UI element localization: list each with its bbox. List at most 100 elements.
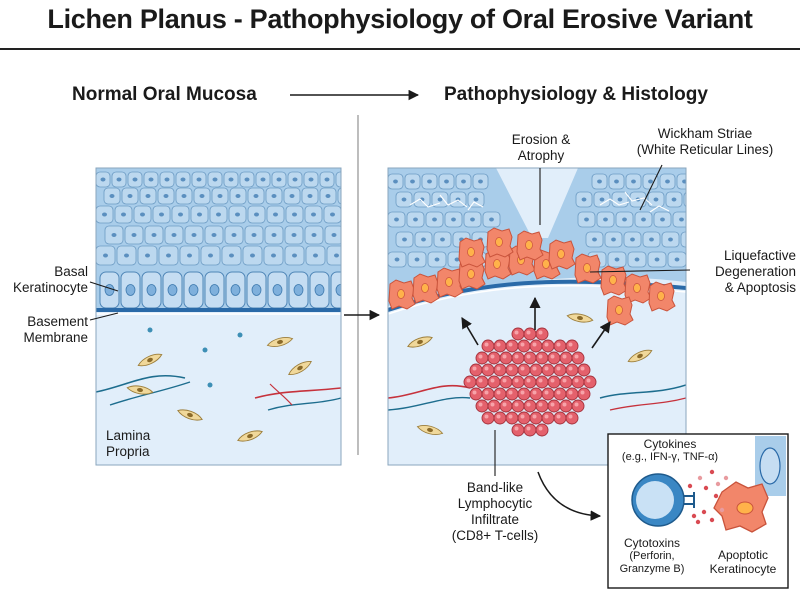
lymphocyte xyxy=(535,351,549,365)
cytokine-dot xyxy=(691,513,697,519)
normal-mucosa-panel xyxy=(96,168,341,465)
lymphocyte xyxy=(535,375,549,389)
label-lamina-line2: Propria xyxy=(106,444,150,459)
lymphocyte xyxy=(505,411,519,425)
page-title: Lichen Planus - Pathophysiology of Oral … xyxy=(47,4,753,34)
label-infiltrate-line4: (CD8+ T-cells) xyxy=(451,528,539,543)
lymphocyte xyxy=(553,411,567,425)
lymphocyte xyxy=(511,327,525,341)
lymphocyte xyxy=(517,387,531,401)
lymphocyte xyxy=(481,339,495,353)
lymphocyte xyxy=(493,387,507,401)
lymphocyte xyxy=(475,375,489,389)
label-basal-keratinocyte: Basal Keratinocyte xyxy=(6,264,88,296)
epithelial-cell xyxy=(680,231,686,248)
cytokine-dot xyxy=(695,519,701,525)
lymphocyte xyxy=(547,375,561,389)
label-erosion-line1: Erosion & xyxy=(511,132,571,147)
label-basal-line2: Keratinocyte xyxy=(12,280,88,295)
heading-normal-mucosa: Normal Oral Mucosa xyxy=(72,84,257,105)
label-basement-membrane: Basement Membrane xyxy=(6,314,88,346)
lymphocyte xyxy=(565,339,579,353)
lymphocyte xyxy=(529,363,543,377)
label-erosion-atrophy: Erosion & Atrophy xyxy=(496,132,586,164)
lymphocyte xyxy=(505,387,519,401)
lymphocyte xyxy=(475,399,489,413)
label-cytotoxins-line3: Granzyme B) xyxy=(619,563,685,575)
lymphocyte xyxy=(565,411,579,425)
lymphocyte xyxy=(511,351,525,365)
lymphocyte xyxy=(529,387,543,401)
lymphocyte xyxy=(481,411,495,425)
lymphocyte xyxy=(493,363,507,377)
lymphocyte xyxy=(517,363,531,377)
label-cytokines: Cytokines (e.g., IFN-γ, TNF-α) xyxy=(612,437,728,464)
lymphocyte xyxy=(571,351,585,365)
lymphocyte xyxy=(487,351,501,365)
lymphocyte xyxy=(541,411,555,425)
label-basal-line1: Basal xyxy=(54,264,88,279)
normal-vessel xyxy=(96,374,186,393)
cytokine-dot xyxy=(697,475,703,481)
basal-leader xyxy=(89,281,119,292)
epithelial-cell xyxy=(335,171,341,188)
label-liquefactive-line1: Liquefactive xyxy=(723,248,796,263)
label-liquefactive-line3: & Apoptosis xyxy=(724,280,796,295)
cytokine-dot xyxy=(723,475,729,481)
lymphocyte xyxy=(475,351,489,365)
label-liquefactive-line2: Degeneration xyxy=(714,264,796,279)
lymphocyte xyxy=(499,375,513,389)
cytokine-dot xyxy=(687,483,693,489)
fibroblast xyxy=(407,336,433,348)
label-membrane-line2: Membrane xyxy=(23,330,88,345)
lymphocyte xyxy=(469,387,483,401)
cytokine-dot xyxy=(709,517,715,523)
label-membrane-line1: Basement xyxy=(27,314,88,329)
label-cytokines-line1: Cytokines xyxy=(643,437,697,451)
fibroblast xyxy=(177,409,203,421)
label-infiltrate-line1: Band-like xyxy=(466,480,524,495)
lymphocyte xyxy=(547,399,561,413)
lymphocyte xyxy=(487,375,501,389)
lymphocyte xyxy=(571,399,585,413)
cytokine-dot xyxy=(713,493,719,499)
lymphocyte xyxy=(583,375,597,389)
label-apoptotic-line2: Keratinocyte xyxy=(709,562,777,576)
lymphocyte xyxy=(469,363,483,377)
lymphocyte xyxy=(517,411,531,425)
apoptotic-basal-cells xyxy=(388,227,676,326)
lymphocyte xyxy=(577,363,591,377)
fibroblast xyxy=(266,337,294,347)
lymphocyte xyxy=(541,387,555,401)
membrane-leader xyxy=(89,312,119,321)
normal-vessel-red xyxy=(254,387,341,399)
lymphocyte xyxy=(559,375,573,389)
fibroblast xyxy=(126,385,154,395)
pathology-panel xyxy=(388,168,686,465)
wickham-leader xyxy=(639,164,663,211)
cytokine-dot xyxy=(709,469,715,475)
pathology-epithelial-cells xyxy=(388,173,686,268)
heading-pathophysiology: Pathophysiology & Histology xyxy=(444,84,708,105)
label-lamina-propria: Lamina Propria xyxy=(106,428,150,460)
label-wickham-striae: Wickham Striae (White Reticular Lines) xyxy=(620,126,790,158)
lymphocyte xyxy=(523,399,537,413)
liquefactive-leader xyxy=(589,269,691,273)
lymphocyte xyxy=(517,339,531,353)
lymphocyte xyxy=(529,411,543,425)
lymphocyte xyxy=(499,399,513,413)
cytotoxic-inset xyxy=(607,433,789,589)
normal-epithelial-cells xyxy=(96,171,341,266)
lymphocyte xyxy=(535,399,549,413)
fibroblast xyxy=(237,430,263,442)
inset-arrow xyxy=(537,471,602,521)
lymphocyte xyxy=(511,423,525,437)
label-wickham-line2: (White Reticular Lines) xyxy=(636,142,774,157)
fibroblast xyxy=(137,353,163,367)
lymphocyte xyxy=(559,399,573,413)
cytokine-particles xyxy=(687,469,729,525)
lymphocyte xyxy=(511,399,525,413)
lymphocyte xyxy=(523,351,537,365)
pathology-vessel-blue xyxy=(599,384,686,399)
